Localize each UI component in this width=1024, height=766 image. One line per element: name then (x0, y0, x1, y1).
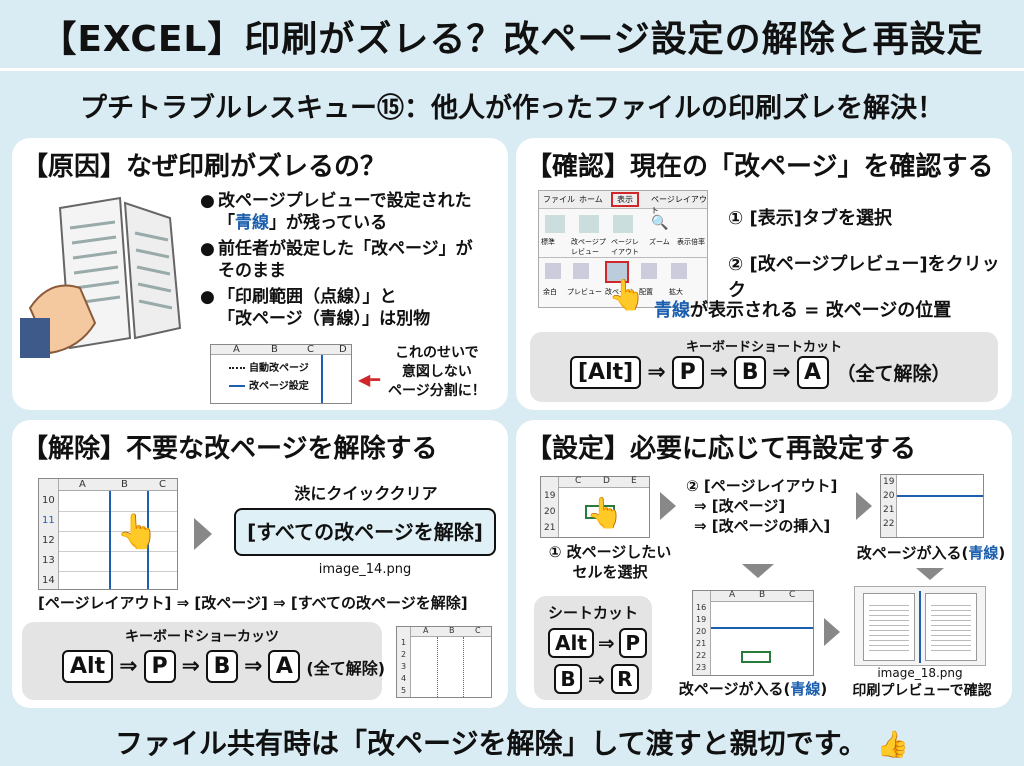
remove-panel: 【解除】不要な改ページを解除する A B C 10 11 12 13 14 👆 … (12, 420, 508, 708)
key-alt: [Alt] (570, 356, 642, 389)
tab-file[interactable]: ファイル (543, 195, 575, 204)
check-panel: 【確認】現在の「改ページ」を確認する ファイル ホーム 表示 ページレイアウト … (516, 138, 1012, 410)
setup-step-2: ② [ページレイアウト] ⇒ [改ページ] ⇒ [改ページの挿入] (686, 477, 838, 535)
legend-solid-label: 改ページ設定 (249, 381, 309, 392)
remove-all-breaks-button[interactable]: [すべての改ページを解除] (234, 508, 496, 556)
page-title: 【EXCEL】印刷がズレる？改ページ設定の解除と再設定 (40, 19, 984, 60)
zoom-icon: 🔍 (651, 215, 669, 231)
setup-sheet-result: 19 20 21 22 (880, 474, 984, 538)
setup-heading: 【設定】必要に応じて再設定する (526, 434, 917, 464)
cause-bullet-2: ● 前任者が設定した「改ページ」が そのまま (200, 239, 473, 281)
remove-heading: 【解除】不要な改ページを解除する (22, 434, 438, 464)
ribbon-screenshot: ファイル ホーム 表示 ページレイアウト 🔍 標準 改ページプレビュー ページレ… (538, 190, 708, 308)
page-break-button[interactable] (605, 261, 629, 283)
key-a: A (268, 650, 301, 683)
arrow-down-icon (742, 564, 774, 578)
setup-image-caption: image_18.png (877, 666, 963, 680)
setup-sheet-large: A B C 16 19 20 21 22 23 (692, 590, 814, 676)
setup-step-1: ① 改ページしたいセルを選択 (548, 543, 672, 581)
quick-clear-label: 渋にクイッククリア (294, 484, 438, 503)
print-preview-image (854, 586, 986, 666)
key-b: B (734, 356, 767, 389)
arrow-right-icon (660, 492, 676, 520)
key-alt: Alt (548, 628, 594, 658)
cause-note: これのせいで意図しないページ分割に！ (388, 345, 486, 399)
footer-message: ファイル共有時は「改ページを解除」して渡すと親切です。 👍 (115, 727, 909, 760)
setup-result-caption: 改ページが入る(青線) (856, 544, 1006, 562)
key-r: R (610, 664, 639, 694)
cause-panel: 【原因】なぜ印刷がズレるの？ ● 改ページプレビューで設定された 「青線」が残っ… (12, 138, 508, 410)
thumbs-up-icon: 👍 (876, 730, 909, 760)
setup-large-caption: 改ページが入る(青線) (678, 680, 828, 698)
cause-bullet-1: ● 改ページプレビューで設定された 「青線」が残っている (200, 191, 472, 233)
key-a: A (796, 356, 829, 389)
setup-sheet-select: C D E 19 20 21 (540, 476, 650, 538)
check-heading: 【確認】現在の「改ページ」を確認する (526, 152, 994, 182)
remove-mini-sheet: A B C 1 2 3 4 5 (396, 626, 492, 698)
setup-shortcut-box: シートカット Alt ⇒ P B ⇒ R (534, 596, 652, 700)
remove-shortcut-box: キーボードショーカッツ Alt ⇒ P ⇒ B ⇒ A (全て解除) (22, 622, 385, 700)
remove-menu-path: [ページレイアウト] ⇒ [改ページ] ⇒ [すべての改ページを解除] (38, 594, 468, 612)
check-step-1: ① [表示]タブを選択 (728, 208, 892, 229)
selected-cell[interactable] (585, 505, 615, 519)
print-preview-caption: 印刷プレビューで確認 (852, 683, 992, 699)
arrow-right-icon (194, 518, 212, 550)
key-p: P (143, 650, 176, 683)
legend-dotted-label: 自動改ページ (249, 363, 309, 374)
key-p: P (618, 628, 647, 658)
check-step-2: ② [改ページプレビュー]をクリック (728, 254, 1000, 301)
cause-bullet-3: ● 「印刷範囲（点線）」と 「改ページ（青線）」は別物 (200, 287, 431, 329)
hand-holding-paper-icon (20, 196, 182, 358)
tab-home[interactable]: ホーム (579, 195, 603, 204)
tab-page-layout[interactable]: ページレイアウト (651, 195, 707, 215)
cause-heading: 【原因】なぜ印刷がズレるの？ (22, 152, 387, 182)
page-layout-icon (613, 215, 633, 233)
break-legend-sheet: A B C D 自動改ページ 改ページ設定 (210, 344, 352, 404)
page-subtitle: プチトラブルレスキュー⑮：他人が作ったファイルの印刷ズレを解決！ (80, 93, 944, 124)
arrow-down-icon (916, 568, 944, 580)
pointing-hand-icon: 👆 (608, 278, 646, 313)
page-break-preview-icon (579, 215, 599, 233)
normal-view-icon (545, 215, 565, 233)
clicking-hand-icon: 👆 (586, 496, 624, 531)
clicking-hand-icon: 👆 (116, 512, 159, 552)
tab-view[interactable]: 表示 (611, 192, 639, 207)
remove-image-caption: image_14.png (318, 562, 412, 577)
arrow-right-icon (824, 618, 840, 646)
setup-panel: 【設定】必要に応じて再設定する C D E 19 20 21 👆 ① 改ページし… (516, 420, 1012, 708)
key-b: B (205, 650, 238, 683)
arrow-right-icon (856, 492, 872, 520)
key-alt: Alt (62, 650, 114, 683)
remove-sheet: A B C 10 11 12 13 14 (38, 478, 178, 590)
check-result: 青線が表示される = 改ページの位置 (654, 300, 952, 321)
title-divider (0, 68, 1024, 71)
arrow-left-icon: ◀━ (358, 370, 380, 389)
key-b: B (554, 664, 582, 694)
key-p: P (671, 356, 704, 389)
check-shortcut-box: キーボードショートカット [Alt] ⇒ P ⇒ B ⇒ A （全て解除） (530, 332, 998, 402)
